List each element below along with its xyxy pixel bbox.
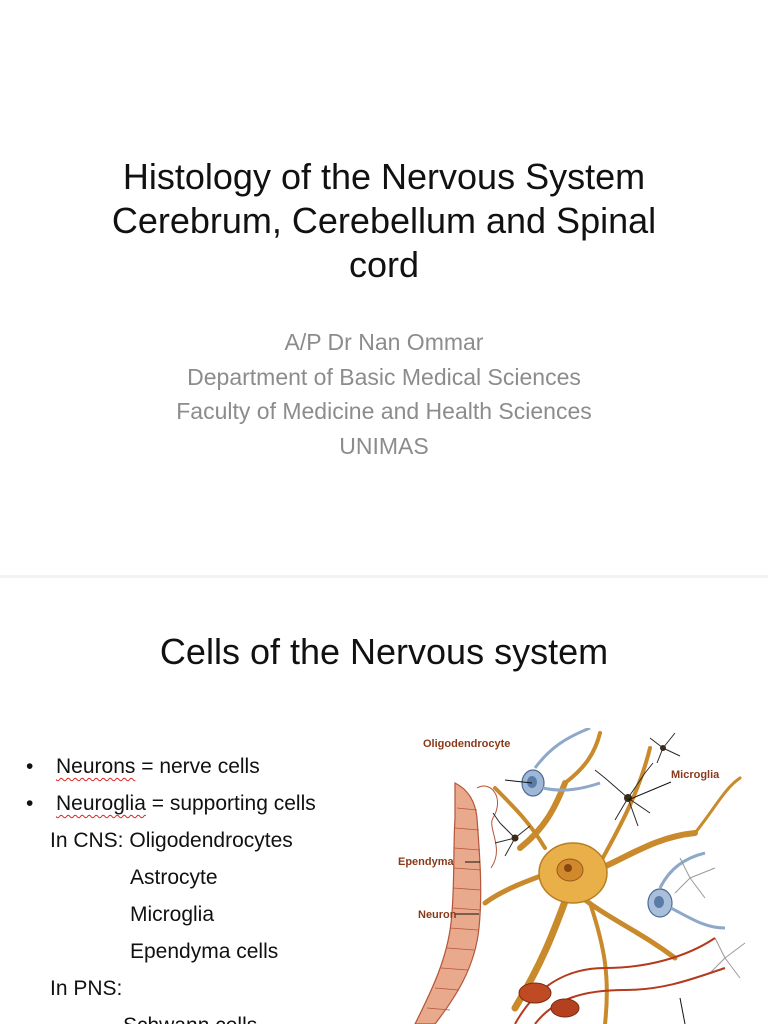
institution: UNIMAS [339,432,429,459]
department: Department of Basic Medical Sciences [187,363,581,390]
bullet-item-neurons: • Neurons = nerve cells [26,748,396,785]
label-neuron: Neuron [418,909,457,921]
cns-label: In CNS: Oligodendrocytes [50,829,293,852]
slide-divider [0,575,768,578]
term-neuroglia: Neuroglia [56,792,146,815]
label-ependyma: Ependyma [398,856,454,868]
content-slide: Cells of the Nervous system • Neurons = n… [0,578,768,1024]
title-line: Cerebrum, Cerebellum and Spinal [111,200,657,241]
title-line: cord [348,244,420,285]
slide2-title: Cells of the Nervous system [159,631,609,672]
author-name: A/P Dr Nan Ommar [284,329,484,355]
label-microglia: Microglia [671,769,720,781]
label-oligodendrocyte: Oligodendrocyte [423,738,511,750]
cns-item: Microglia [130,903,215,926]
pns-label: In PNS: [50,977,123,1000]
definition-neurons: = nerve cells [135,755,260,778]
term-neurons: Neurons [56,755,136,778]
bullet-icon: • [26,792,34,815]
cells-drawing [414,728,746,1024]
bullet-item-neuroglia: • Neuroglia = supporting cells [26,785,396,822]
slide-subtitle: A/P Dr Nan Ommar Department of Basic Med… [40,325,728,463]
pns-item: Schwann cells [26,1007,396,1024]
nervous-cells-illustration: Oligodendrocyte Microglia Ependyma Neuro… [395,728,768,1024]
bullet-icon: • [26,755,34,778]
definition-neuroglia: = supporting cells [145,792,316,815]
cns-item: Ependyma cells [130,940,279,963]
slide-title: Histology of the Nervous System Cerebrum… [40,155,728,287]
title-line: Histology of the Nervous System [122,156,646,197]
title-slide: Histology of the Nervous System Cerebrum… [40,155,728,463]
cns-item: Astrocyte [130,866,218,889]
faculty: Faculty of Medicine and Health Sciences [176,398,592,424]
slide2-body: • Neurons = nerve cells • Neuroglia = supp… [26,748,396,1024]
